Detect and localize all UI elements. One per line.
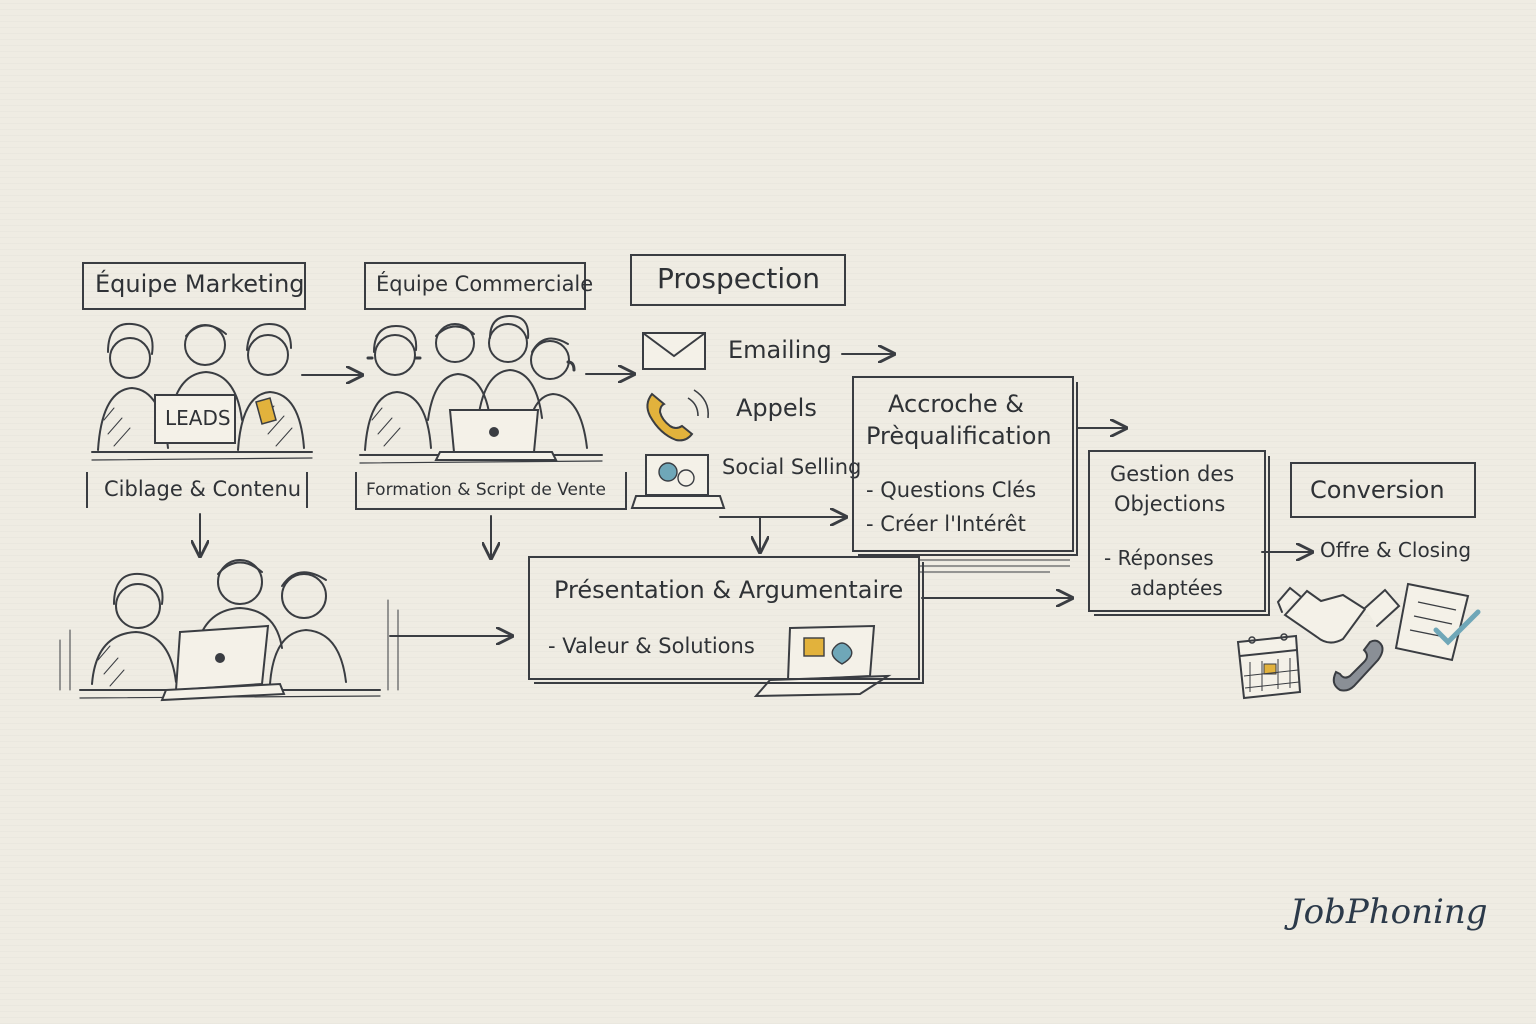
presentation-laptop-icon <box>753 624 892 698</box>
objections-item-line2: adaptées <box>1130 576 1223 600</box>
presentation-box <box>528 556 924 684</box>
prospection-title: Prospection <box>657 262 821 295</box>
marketing-team-illustration <box>91 322 313 461</box>
commercial-caption-box <box>355 472 627 510</box>
commercial-title: Équipe Commerciale <box>376 272 594 296</box>
accroche-item-2: - Créer l'Intérêt <box>866 512 1026 536</box>
handshake-icon <box>1276 586 1401 644</box>
accroche-title-line1: Accroche & <box>888 390 1024 418</box>
objections-title-line2: Objections <box>1114 492 1226 516</box>
laptop-chat-icon <box>630 454 726 509</box>
objections-title-line1: Gestion des <box>1110 462 1235 486</box>
calendar-icon <box>1236 633 1302 700</box>
document-icon <box>255 397 277 425</box>
leads-board <box>154 394 236 444</box>
commercial-team-illustration <box>359 314 603 464</box>
marketing-caption: Ciblage & Contenu <box>104 477 302 501</box>
laptop-icon <box>160 624 286 702</box>
commercial-caption: Formation & Script de Vente <box>366 480 606 500</box>
marketing-caption-box <box>86 472 308 508</box>
channel-emailing: Emailing <box>728 336 832 364</box>
presentation-item: - Valeur & Solutions <box>548 634 755 658</box>
objections-item-line1: - Réponses <box>1104 546 1214 570</box>
marketing-title-box <box>82 262 306 310</box>
commercial-title-box <box>364 262 586 310</box>
marketing-title: Équipe Marketing <box>95 270 305 298</box>
channel-appels: Appels <box>736 394 817 422</box>
channel-social-selling: Social Selling <box>722 455 862 479</box>
accroche-title-line2: Prèqualification <box>866 422 1052 450</box>
conversion-title: Conversion <box>1310 476 1445 504</box>
laptop-icon <box>434 409 558 461</box>
telephone-receiver-icon <box>1332 639 1384 692</box>
conversion-item: Offre & Closing <box>1320 538 1472 562</box>
presentation-title: Présentation & Argumentaire <box>554 576 904 604</box>
envelope-icon <box>642 332 706 370</box>
jobphoning-logo: JobPhoning <box>1290 892 1488 932</box>
shadow-hatching <box>920 559 1070 573</box>
conversion-title-box <box>1290 462 1476 518</box>
accroche-item-1: - Questions Clés <box>866 478 1037 502</box>
contract-icon <box>1394 582 1481 662</box>
prospection-title-box <box>630 254 846 306</box>
leads-label: LEADS <box>165 406 231 430</box>
phone-icon <box>646 389 710 442</box>
flow-arrows <box>200 354 1312 636</box>
